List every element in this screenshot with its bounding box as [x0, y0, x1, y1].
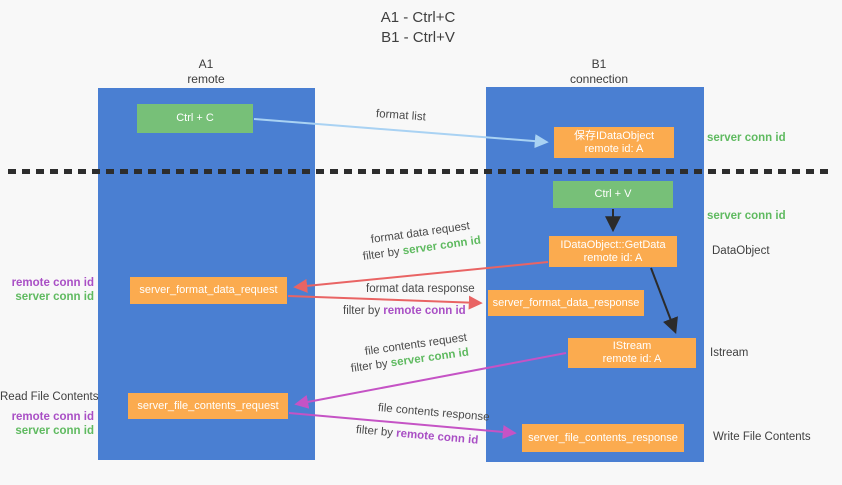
- lane-b-name: B1: [591, 57, 607, 71]
- node-server-file-contents-response: server_file_contents_response: [522, 424, 684, 452]
- label-remote-conn-id: remote conn id: [11, 411, 94, 423]
- lane-b-header: B1 connection: [539, 57, 659, 87]
- label-conn-ids-format: remote conn id server conn id: [0, 277, 94, 304]
- node-ctrl-c-label: Ctrl + C: [176, 112, 214, 124]
- node-ctrl-c: Ctrl + C: [137, 104, 253, 133]
- lane-a-subtitle: remote: [187, 72, 225, 86]
- label-format-data-response: format data response: [366, 283, 475, 295]
- node-save-idataobject-line1: 保存IDataObject: [573, 129, 655, 142]
- label-dataobject: DataObject: [712, 245, 770, 257]
- node-istream: IStream remote id: A: [568, 338, 696, 368]
- label-write-file-contents: Write File Contents: [713, 431, 811, 443]
- remote-conn-id-text: remote conn id: [383, 305, 466, 317]
- node-idataobject-getdata-line2: remote id: A: [583, 251, 643, 264]
- label-read-file-contents: Read File Contents: [0, 391, 99, 403]
- node-istream-line2: remote id: A: [602, 353, 662, 365]
- dotted-divider: [8, 169, 834, 174]
- node-idataobject-getdata-line1: IDataObject::GetData: [560, 238, 666, 251]
- node-server-file-contents-response-label: server_file_contents_response: [528, 431, 678, 444]
- node-idataobject-getdata: IDataObject::GetData remote id: A: [549, 236, 677, 267]
- lane-a-header: A1 remote: [146, 57, 266, 87]
- arrow-getdata-to-istream: [650, 267, 678, 334]
- node-server-file-contents-request-label: server_file_contents_request: [137, 399, 279, 412]
- label-server-conn-id: server conn id: [15, 424, 94, 437]
- diagram-title: A1 - Ctrl+C B1 - Ctrl+V: [318, 8, 518, 48]
- arrow-file-contents-response: [288, 412, 517, 439]
- label-istream: Istream: [710, 347, 749, 359]
- arrow-format-data-request: [293, 261, 549, 293]
- title-line-2: B1 - Ctrl+V: [381, 29, 455, 46]
- node-ctrl-v-label: Ctrl + V: [594, 188, 632, 200]
- lane-b-subtitle: connection: [569, 72, 629, 86]
- label-conn-ids-file: remote conn id server conn id: [0, 411, 94, 438]
- node-server-file-contents-request: server_file_contents_request: [128, 393, 288, 419]
- node-server-format-data-response: server_format_data_response: [488, 290, 644, 316]
- node-save-idataobject-line2: remote id: A: [584, 142, 644, 155]
- label-server-conn-id: server conn id: [15, 290, 94, 303]
- filter-by-text: filter by: [343, 305, 381, 317]
- node-save-idataobject: 保存IDataObject remote id: A: [554, 127, 674, 158]
- node-ctrl-v: Ctrl + V: [553, 181, 673, 208]
- node-server-format-data-request-label: server_format_data_request: [139, 284, 278, 296]
- lane-a-name: A1: [198, 57, 214, 71]
- arrow-format-list: [253, 118, 549, 149]
- label-server-conn-id-mid-right: server conn id: [707, 210, 786, 222]
- arrow-format-data-response: [287, 295, 483, 310]
- label-remote-conn-id: remote conn id: [11, 277, 94, 289]
- node-istream-line1: IStream: [612, 340, 652, 352]
- node-server-format-data-request: server_format_data_request: [130, 277, 287, 304]
- label-filter-format-response: filter by remote conn id: [343, 305, 466, 317]
- arrow-file-contents-request: [294, 352, 567, 409]
- node-server-format-data-response-label: server_format_data_response: [492, 296, 640, 309]
- title-line-1: A1 - Ctrl+C: [380, 9, 456, 26]
- label-server-conn-id-top-right: server conn id: [707, 132, 786, 144]
